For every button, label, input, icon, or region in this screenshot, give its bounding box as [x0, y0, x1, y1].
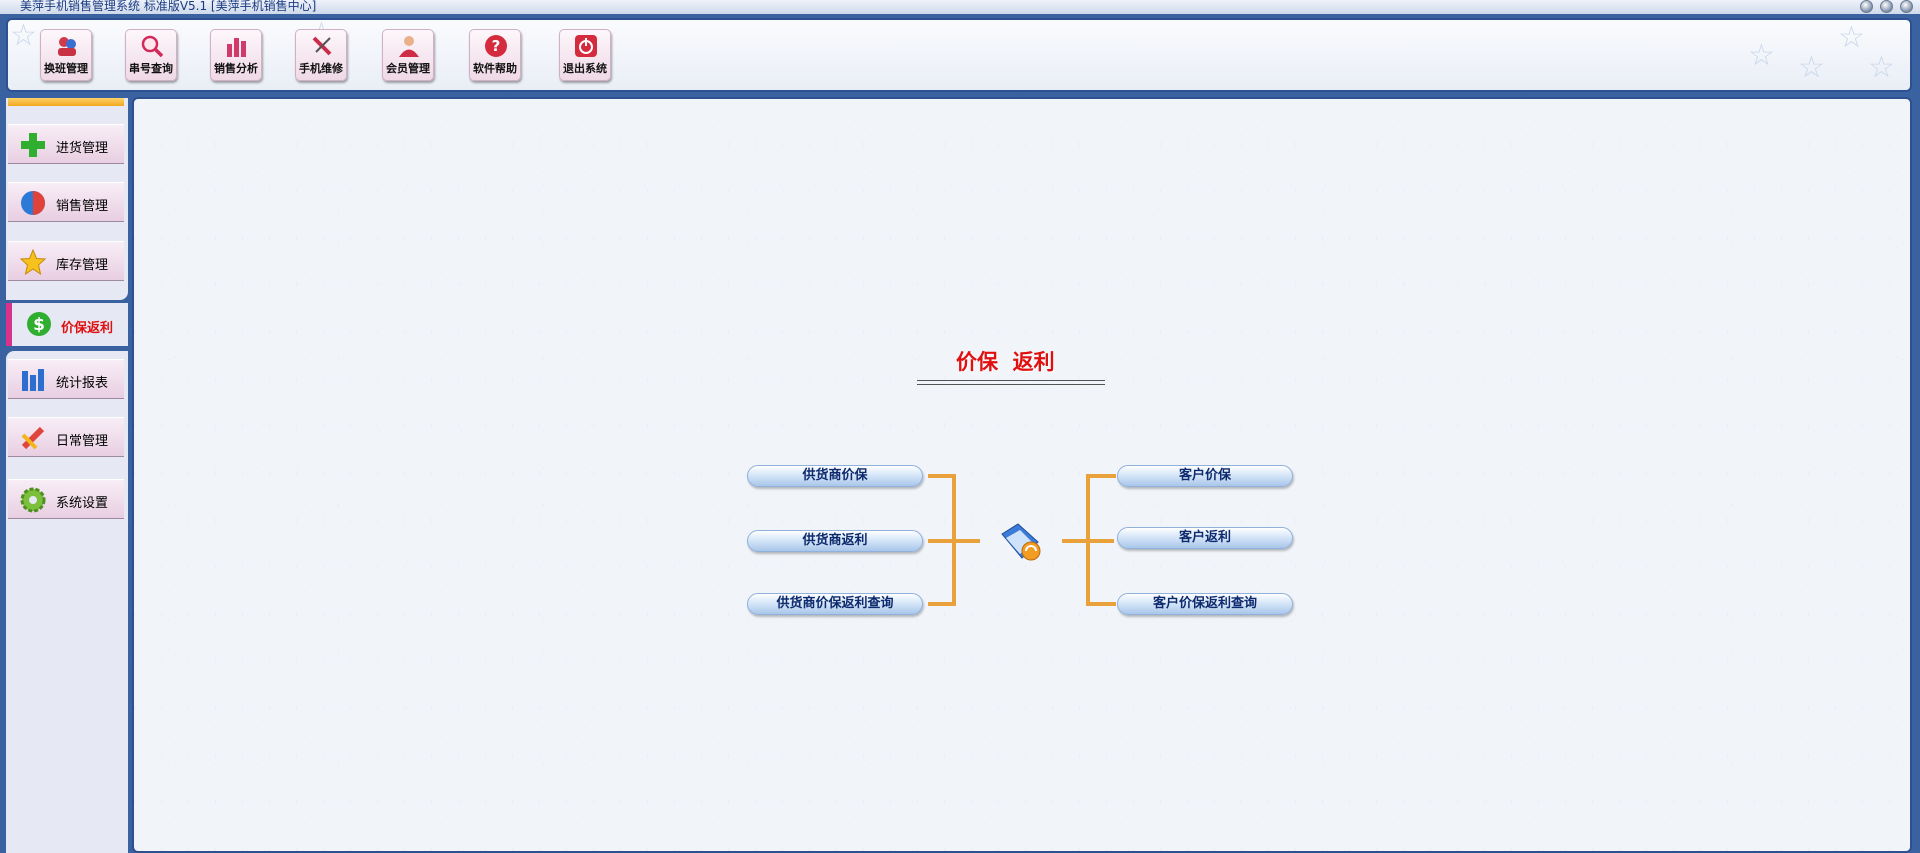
star-icon: [20, 249, 46, 275]
minimize-icon[interactable]: [1860, 0, 1873, 13]
star-decoration-icon: ☆: [1798, 50, 1825, 85]
power-icon: [574, 34, 598, 58]
sidebar-item-system-settings[interactable]: 系统设置: [8, 479, 124, 519]
report-bars-icon: [20, 367, 46, 393]
customer-rebate-button[interactable]: 客户返利: [1117, 527, 1293, 549]
sidebar: 进货管理 销售管理 库存管理 $ 价保返利 统计报表: [6, 98, 128, 853]
star-decoration-icon: ☆: [10, 18, 37, 53]
bracket-line: [1086, 474, 1090, 606]
main-panel: [132, 97, 1912, 853]
bar-chart-icon: [225, 34, 249, 58]
globe-icon: [20, 190, 46, 216]
sidebar-group-top: 进货管理 销售管理 库存管理: [6, 98, 128, 300]
sidebar-item-purchase[interactable]: 进货管理: [8, 124, 124, 164]
shift-change-button[interactable]: 换班管理: [40, 29, 92, 81]
pencil-icon: [20, 425, 46, 451]
folder-refresh-icon: [998, 518, 1046, 566]
bracket-line: [928, 539, 980, 543]
window-title: 美萍手机销售管理系统 标准版V5.1 [美萍手机销售中心]: [20, 0, 317, 13]
supplier-rebate-button[interactable]: 供货商返利: [747, 530, 923, 552]
sales-analysis-button[interactable]: 销售分析: [210, 29, 262, 81]
search-icon: [140, 34, 164, 58]
serial-query-button[interactable]: 串号查询: [125, 29, 177, 81]
customer-query-button[interactable]: 客户价保返利查询: [1117, 593, 1293, 615]
member-icon: [397, 34, 421, 58]
toolbar: ☆ ☆ ☆ ☆ ☆ ☆ 换班管理 串号查询 销售分析 手机维修 会员管理 ?: [6, 18, 1912, 92]
title-bar: 美萍手机销售管理系统 标准版V5.1 [美萍手机销售中心]: [0, 0, 1920, 14]
restore-icon[interactable]: [1880, 0, 1893, 13]
bracket-line: [928, 602, 954, 606]
help-icon: ?: [484, 34, 508, 58]
sidebar-accent-bar: [8, 98, 124, 106]
sidebar-item-inventory[interactable]: 库存管理: [8, 241, 124, 281]
gear-icon: [20, 487, 46, 513]
phone-repair-button[interactable]: 手机维修: [295, 29, 347, 81]
title-underline: [917, 380, 1105, 385]
plus-icon: [20, 132, 46, 158]
sidebar-group-bottom: 统计报表 日常管理 系统设置: [6, 351, 128, 853]
bracket-line: [1086, 602, 1116, 606]
supplier-price-protection-button[interactable]: 供货商价保: [747, 465, 923, 487]
sidebar-item-sales[interactable]: 销售管理: [8, 182, 124, 222]
sidebar-item-reports[interactable]: 统计报表: [8, 359, 124, 399]
bracket-line: [928, 474, 954, 478]
svg-text:?: ?: [492, 37, 501, 55]
dollar-icon: $: [26, 311, 52, 337]
svg-text:$: $: [33, 315, 45, 335]
star-decoration-icon: ☆: [1748, 38, 1775, 73]
sidebar-item-daily[interactable]: 日常管理: [8, 417, 124, 457]
sidebar-item-price-protection-rebate[interactable]: $ 价保返利: [6, 303, 128, 346]
shift-change-icon: [55, 34, 79, 58]
page-title: 价保 返利: [956, 350, 1055, 374]
bracket-line: [1086, 474, 1116, 478]
customer-price-protection-button[interactable]: 客户价保: [1117, 465, 1293, 487]
close-icon[interactable]: [1900, 0, 1913, 13]
star-decoration-icon: ☆: [1838, 20, 1865, 55]
repair-tools-icon: [310, 34, 334, 58]
member-management-button[interactable]: 会员管理: [382, 29, 434, 81]
software-help-button[interactable]: ? 软件帮助: [469, 29, 521, 81]
star-decoration-icon: ☆: [1868, 50, 1895, 85]
supplier-query-button[interactable]: 供货商价保返利查询: [747, 593, 923, 615]
exit-system-button[interactable]: 退出系统: [559, 29, 611, 81]
